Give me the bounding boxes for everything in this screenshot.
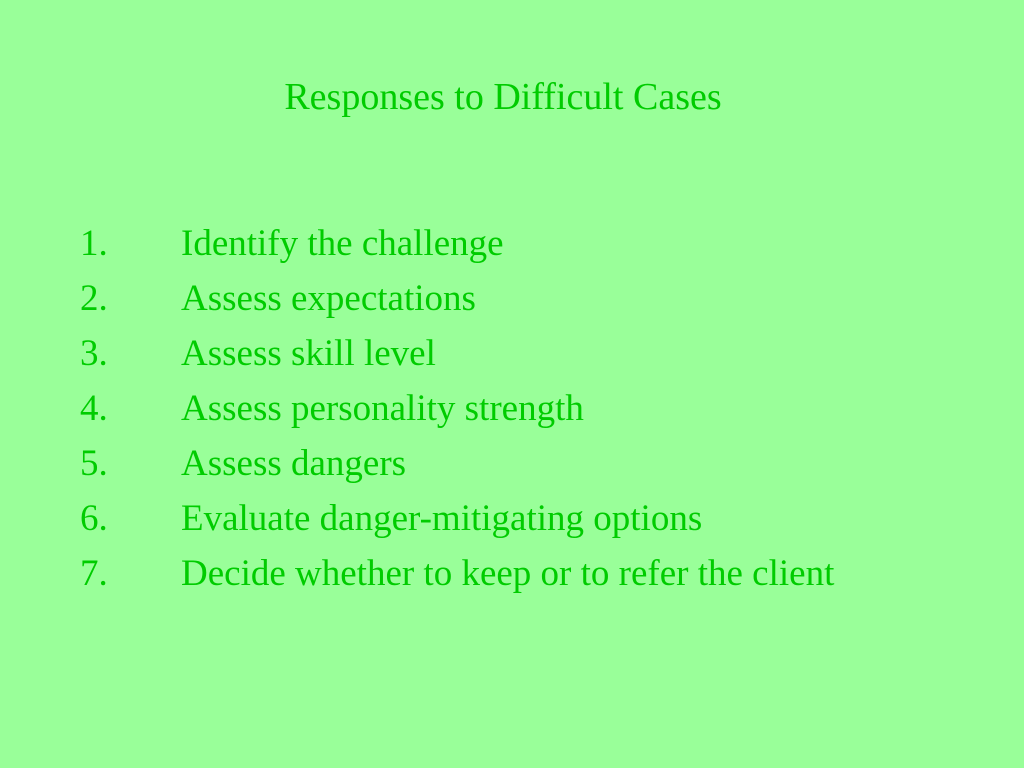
- step-number: 4.: [80, 388, 108, 429]
- step-text: Assess expectations: [181, 278, 476, 319]
- step-list: 1. Identify the challenge 2. Assess expe…: [80, 216, 960, 601]
- step-item-7: 7. Decide whether to keep or to refer th…: [80, 546, 960, 601]
- step-number: 3.: [80, 333, 108, 374]
- step-item-1: 1. Identify the challenge: [80, 216, 960, 271]
- step-text: Assess personality strength: [181, 388, 584, 429]
- step-item-6: 6. Evaluate danger-mitigating options: [80, 491, 960, 546]
- step-text: Evaluate danger-mitigating options: [181, 498, 703, 539]
- step-item-3: 3. Assess skill level: [80, 326, 960, 381]
- step-text: Assess dangers: [181, 443, 407, 484]
- step-number: 2.: [80, 278, 108, 319]
- step-number: 1.: [80, 223, 108, 264]
- step-item-4: 4. Assess personality strength: [80, 381, 960, 436]
- step-text: Identify the challenge: [181, 223, 504, 264]
- step-text: Assess skill level: [181, 333, 436, 374]
- step-number: 5.: [80, 443, 108, 484]
- step-number: 7.: [80, 553, 108, 594]
- step-number: 6.: [80, 498, 108, 539]
- slide-title: Responses to Difficult Cases: [284, 76, 722, 118]
- step-item-5: 5. Assess dangers: [80, 436, 960, 491]
- step-text: Decide whether to keep or to refer the c…: [181, 553, 835, 594]
- step-item-2: 2. Assess expectations: [80, 271, 960, 326]
